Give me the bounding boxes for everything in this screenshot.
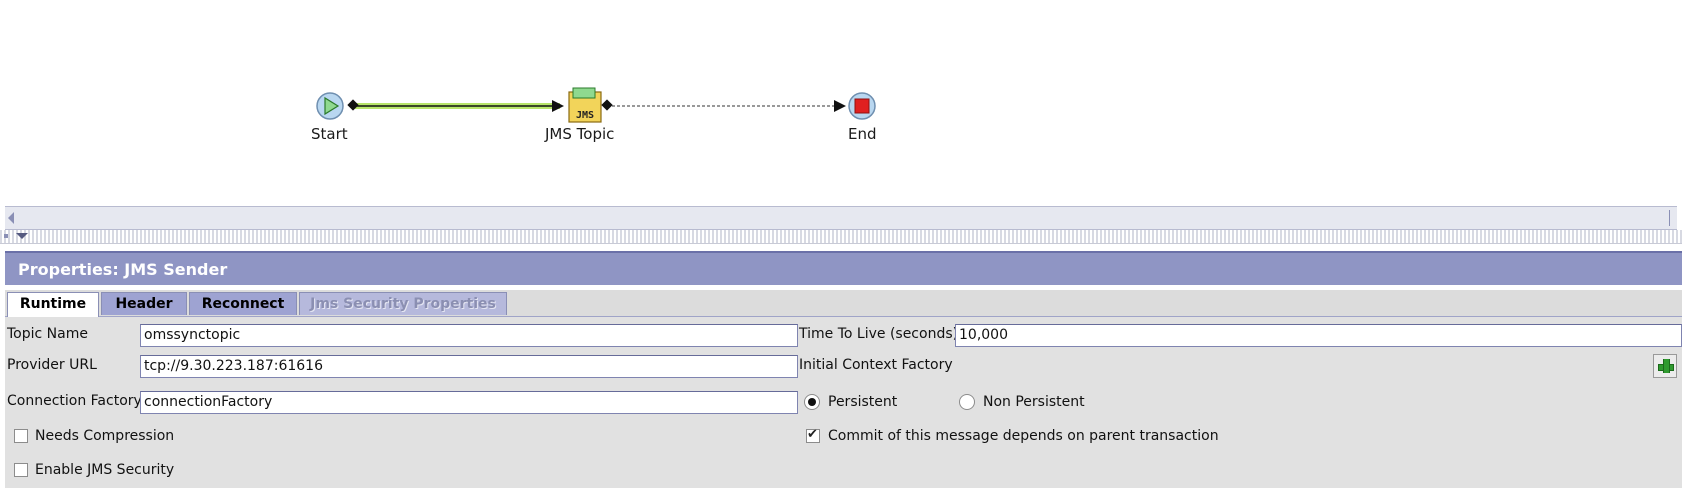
stop-icon[interactable] [848, 92, 876, 120]
canvas-horizontal-scrollbar[interactable] [5, 206, 1677, 230]
start-icon[interactable] [316, 92, 344, 120]
persistent-radio[interactable] [804, 394, 820, 410]
properties-tab-bar: Runtime Header Reconnect Jms Security Pr… [5, 290, 1682, 317]
connection-factory-input[interactable]: connectionFactory [140, 391, 798, 414]
svg-text:JMS: JMS [576, 110, 594, 121]
workflow-diagram: JMS [316, 87, 876, 123]
enable-jms-security-checkbox[interactable] [14, 463, 28, 477]
workflow-canvas[interactable]: JMS Start JMS Topic End [0, 0, 1682, 206]
tab-runtime[interactable]: Runtime [7, 292, 99, 317]
non-persistent-radio[interactable] [959, 394, 975, 410]
time-to-live-label: Time To Live (seconds) [799, 326, 959, 342]
connector-diamond-2 [601, 99, 613, 111]
provider-url-input[interactable]: tcp://9.30.223.187:61616 [140, 355, 798, 378]
link-arrowhead [552, 100, 564, 112]
persistent-label: Persistent [828, 394, 898, 410]
node-label-end: End [848, 125, 877, 143]
scroll-left-arrow-icon[interactable] [8, 212, 14, 224]
time-to-live-input[interactable]: 10,000 [955, 324, 1682, 347]
tab-reconnect[interactable]: Reconnect [189, 292, 297, 315]
initial-context-factory-label: Initial Context Factory [799, 357, 953, 373]
add-context-factory-button[interactable] [1653, 354, 1677, 378]
scroll-right-arrow-icon[interactable] [1669, 210, 1676, 226]
connection-factory-label: Connection Factory [7, 393, 142, 409]
node-label-start: Start [311, 125, 348, 143]
runtime-panel: Topic Name omssynctopic Provider URL tcp… [5, 317, 1682, 488]
splitter-grip-icon[interactable] [4, 234, 8, 238]
link-arrowhead-2 [834, 100, 846, 112]
provider-url-label: Provider URL [7, 357, 97, 373]
commit-parent-checkbox[interactable] [806, 427, 820, 443]
collapse-down-icon[interactable] [16, 233, 28, 239]
properties-title: Properties: JMS Sender [5, 251, 1682, 285]
topic-name-input[interactable]: omssynctopic [140, 324, 798, 347]
needs-compression-checkbox[interactable] [14, 429, 28, 443]
jms-topic-icon[interactable]: JMS [568, 87, 602, 123]
needs-compression-label: Needs Compression [35, 428, 175, 444]
non-persistent-label: Non Persistent [983, 394, 1085, 410]
tab-header[interactable]: Header [101, 292, 187, 315]
enable-jms-security-label: Enable JMS Security [35, 462, 175, 478]
panel-splitter[interactable] [0, 230, 1682, 244]
topic-name-label: Topic Name [7, 326, 88, 342]
tab-jms-security-properties: Jms Security Properties [299, 292, 507, 315]
node-label-jms-topic: JMS Topic [545, 125, 615, 143]
commit-parent-label: Commit of this message depends on parent… [828, 428, 1219, 444]
